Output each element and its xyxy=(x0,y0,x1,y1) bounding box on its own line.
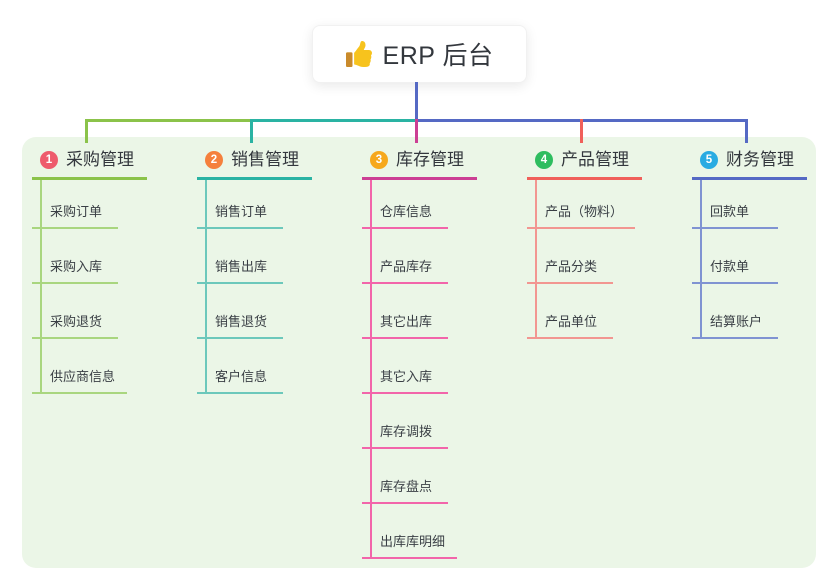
leaf-node[interactable]: 销售出库 xyxy=(197,229,283,284)
branch-label: 库存管理 xyxy=(396,150,464,169)
leaf-node[interactable]: 销售退货 xyxy=(197,284,283,339)
branch-stem-line xyxy=(370,180,372,559)
leaf-node[interactable]: 其它入库 xyxy=(362,339,448,394)
leaf-node[interactable]: 产品库存 xyxy=(362,229,448,284)
branch-number-badge: 4 xyxy=(535,151,553,169)
branch-node-title[interactable]: 3 库存管理 xyxy=(362,150,477,180)
thumbs-up-icon xyxy=(345,41,372,67)
leaf-node[interactable]: 库存调拨 xyxy=(362,394,448,449)
leaf-node[interactable]: 产品（物料） xyxy=(527,174,636,229)
leaf-node-label: 采购入库 xyxy=(50,259,103,274)
drop-line xyxy=(415,119,418,143)
leaf-node-label: 采购退货 xyxy=(50,314,103,329)
leaf-node-label: 出库库明细 xyxy=(380,534,446,549)
leaf-node[interactable]: 采购退货 xyxy=(32,284,118,339)
root-node[interactable]: ERP 后台 xyxy=(312,25,527,83)
bus-segment xyxy=(250,119,418,122)
leaf-node[interactable]: 产品单位 xyxy=(527,284,613,339)
leaf-node-label: 仓库信息 xyxy=(380,204,433,219)
leaf-node[interactable]: 销售订单 xyxy=(197,174,283,229)
root-stem-line xyxy=(415,82,418,122)
leaf-node[interactable]: 客户信息 xyxy=(197,339,283,394)
branch-column: 2 销售管理销售订单销售出库销售退货客户信息 xyxy=(197,150,357,394)
branch-label: 财务管理 xyxy=(726,150,794,169)
leaf-node-label: 产品单位 xyxy=(545,314,598,329)
leaf-node-label: 产品分类 xyxy=(545,259,598,274)
branch-label: 采购管理 xyxy=(66,150,134,169)
branch-stem-line xyxy=(40,180,42,394)
leaf-node-label: 产品（物料） xyxy=(545,204,624,219)
leaf-node-label: 销售订单 xyxy=(215,204,268,219)
leaf-node-label: 客户信息 xyxy=(215,369,268,384)
leaf-node-label: 销售退货 xyxy=(215,314,268,329)
leaf-node-label: 其它入库 xyxy=(380,369,433,384)
drop-line xyxy=(85,119,88,143)
branch-column: 5 财务管理回款单付款单结算账户 xyxy=(692,150,839,339)
content-panel xyxy=(22,137,816,568)
leaf-node-label: 其它出库 xyxy=(380,314,433,329)
branch-stem-line xyxy=(535,180,537,339)
leaf-node-label: 供应商信息 xyxy=(50,369,116,384)
branch-node-title[interactable]: 5 财务管理 xyxy=(692,150,807,180)
branch-number-badge: 2 xyxy=(205,151,223,169)
branch-node-title[interactable]: 2 销售管理 xyxy=(197,150,312,180)
branch-stem-line xyxy=(205,180,207,394)
branch-column: 1 采购管理采购订单采购入库采购退货供应商信息 xyxy=(32,150,192,394)
leaf-node[interactable]: 回款单 xyxy=(692,174,778,229)
branch-column: 4 产品管理产品（物料） 产品分类产品单位 xyxy=(527,150,687,339)
branch-number-badge: 1 xyxy=(40,151,58,169)
branch-node-title[interactable]: 1 采购管理 xyxy=(32,150,147,180)
branch-number-badge: 5 xyxy=(700,151,718,169)
leaf-node[interactable]: 结算账户 xyxy=(692,284,778,339)
leaf-node[interactable]: 付款单 xyxy=(692,229,778,284)
root-title: ERP 后台 xyxy=(382,42,494,70)
leaf-node[interactable]: 出库库明细 xyxy=(362,504,458,559)
leaf-node[interactable]: 采购订单 xyxy=(32,174,118,229)
drop-line xyxy=(580,119,583,143)
leaf-node-label: 采购订单 xyxy=(50,204,103,219)
leaf-node-label: 库存盘点 xyxy=(380,479,433,494)
leaf-node[interactable]: 库存盘点 xyxy=(362,449,448,504)
leaf-node-label: 付款单 xyxy=(710,259,750,274)
leaf-node[interactable]: 其它出库 xyxy=(362,284,448,339)
leaf-node-label: 结算账户 xyxy=(710,314,763,329)
branch-stem-line xyxy=(700,180,702,339)
branch-label: 产品管理 xyxy=(561,150,629,169)
branch-label: 销售管理 xyxy=(231,150,299,169)
drop-line xyxy=(745,119,748,143)
leaf-node[interactable]: 供应商信息 xyxy=(32,339,128,394)
leaf-node[interactable]: 采购入库 xyxy=(32,229,118,284)
leaf-node[interactable]: 产品分类 xyxy=(527,229,613,284)
leaf-node[interactable]: 仓库信息 xyxy=(362,174,448,229)
leaf-node-label: 销售出库 xyxy=(215,259,268,274)
leaf-node-label: 回款单 xyxy=(710,204,750,219)
branch-column: 3 库存管理仓库信息产品库存其它出库其它入库库存调拨库存盘点出库库明细 xyxy=(362,150,522,559)
drop-line xyxy=(250,119,253,143)
branch-number-badge: 3 xyxy=(370,151,388,169)
branch-node-title[interactable]: 4 产品管理 xyxy=(527,150,642,180)
leaf-node-label: 库存调拨 xyxy=(380,424,433,439)
leaf-node-label: 产品库存 xyxy=(380,259,433,274)
